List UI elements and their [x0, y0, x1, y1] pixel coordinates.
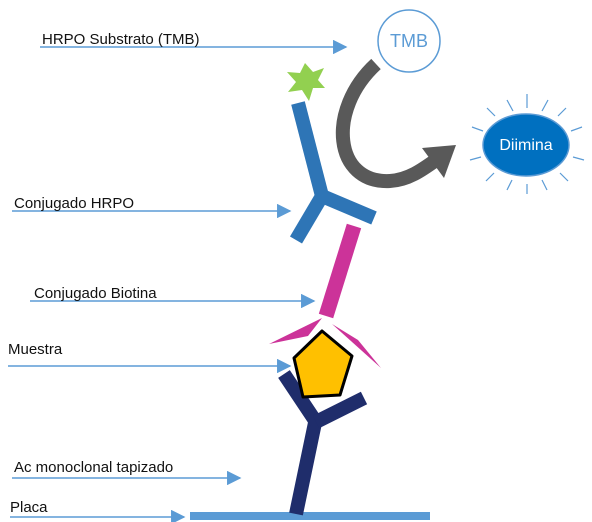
- hrp-antibody: [289, 101, 377, 244]
- sample-pentagon: [292, 329, 354, 399]
- label-hrpo-substrate: HRPO Substrato (TMB): [42, 31, 200, 48]
- label-arrows: [8, 39, 348, 522]
- hrp-star-icon: [287, 63, 325, 101]
- label-muestra: Muestra: [8, 341, 63, 358]
- biotin-conjugate: [269, 223, 381, 368]
- label-ac-monoclonal: Ac monoclonal tapizado: [14, 459, 173, 476]
- label-conjugado-hrpo: Conjugado HRPO: [14, 195, 134, 212]
- reaction-arrowhead: [422, 145, 456, 178]
- label-placa: Placa: [10, 499, 48, 516]
- diimina-label: Diimina: [499, 137, 552, 154]
- diimina-node: [482, 113, 570, 177]
- plate-bar: [190, 512, 430, 520]
- reaction-arrow: [335, 58, 441, 189]
- tmb-node: [377, 9, 441, 73]
- diimina-rays: [469, 94, 585, 194]
- capture-antibody: [278, 370, 368, 516]
- tmb-label: TMB: [390, 31, 428, 51]
- label-conjugado-biotina: Conjugado Biotina: [34, 285, 157, 302]
